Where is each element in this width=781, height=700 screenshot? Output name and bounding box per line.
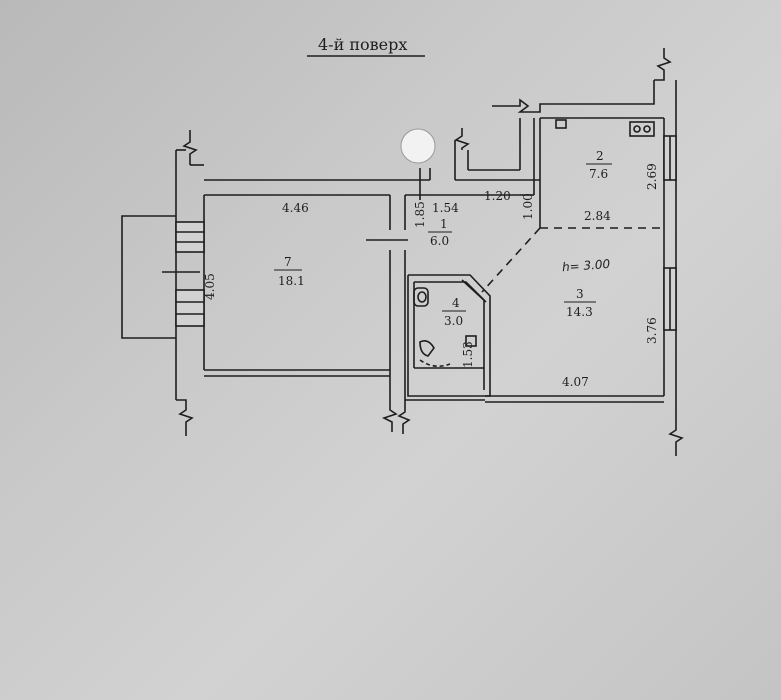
room-1-number: 1 xyxy=(440,217,448,231)
room-7-number: 7 xyxy=(284,255,292,269)
room-4-walls xyxy=(407,274,491,397)
room-3-walls xyxy=(405,227,684,456)
balcony xyxy=(121,215,200,339)
ceiling-light xyxy=(400,128,436,164)
left-exterior-wall xyxy=(175,130,205,436)
corridor-walls xyxy=(366,118,540,241)
room-7-area: 18.1 xyxy=(278,274,305,288)
dim-1-53: 1.53 xyxy=(461,341,475,368)
dim-3-76: 3.76 xyxy=(645,317,659,344)
dim-1-54: 1.54 xyxy=(432,201,459,215)
room-2-area: 7.6 xyxy=(589,167,608,181)
room-1-area: 6.0 xyxy=(430,234,449,248)
room-7-walls xyxy=(204,179,430,434)
dim-2-84: 2.84 xyxy=(584,209,611,223)
ceiling-height-note: h= 3.00 xyxy=(562,257,611,274)
room-3-area: 14.3 xyxy=(566,305,593,319)
room-4-area: 3.0 xyxy=(444,314,463,328)
dim-2-69: 2.69 xyxy=(645,163,659,190)
dim-4-05: 4.05 xyxy=(203,273,217,300)
plan-title: 4-й поверх xyxy=(318,35,407,54)
dim-1-20: 1.20 xyxy=(484,189,511,203)
dim-4-46: 4.46 xyxy=(282,201,309,215)
room-3-number: 3 xyxy=(576,287,584,301)
dim-1-85: 1.85 xyxy=(413,201,427,228)
dim-1-00: 1.00 xyxy=(521,193,535,220)
room-2-walls xyxy=(492,48,677,420)
room-2-number: 2 xyxy=(596,149,604,163)
dim-4-07: 4.07 xyxy=(562,375,589,389)
room-4-number: 4 xyxy=(452,296,460,310)
